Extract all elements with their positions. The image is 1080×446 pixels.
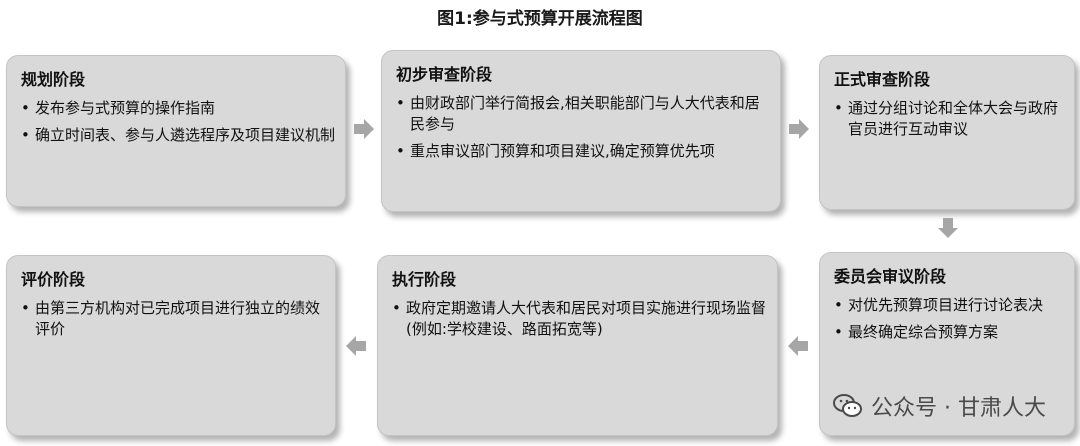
stage-box-execution: 执行阶段 •政府定期邀请人大代表和居民对项目实施进行现场监督(例如:学校建设、路… <box>377 255 778 436</box>
stage-item: •由财政部门举行简报会,相关职能部门与人大代表和居民参与 <box>396 94 760 133</box>
stage-item: •重点审议部门预算和项目建议,确定预算优先项 <box>396 142 715 160</box>
stage-box-formal-review: 正式审查阶段 •通过分组讨论和全体大会与政府官员进行互动审议 <box>819 55 1075 210</box>
stage-item: •政府定期邀请人大代表和居民对项目实施进行现场监督(例如:学校建设、路面拓宽等) <box>392 299 767 338</box>
wechat-icon <box>833 394 863 417</box>
arrow-left-icon <box>788 336 808 356</box>
stage-item: •发布参与式预算的操作指南 <box>21 99 216 117</box>
stage-title: 初步审查阶段 <box>396 65 493 84</box>
stage-box-preliminary-review: 初步审查阶段 •由财政部门举行简报会,相关职能部门与人大代表和居民参与 •重点审… <box>381 50 781 212</box>
stage-item: •对优先预算项目进行讨论表决 <box>834 296 1044 314</box>
stage-box-planning: 规划阶段 •发布参与式预算的操作指南 •确立时间表、参与人遴选程序及项目建议机制 <box>6 55 346 207</box>
watermark: 公众号 · 甘肃人大 <box>833 390 1046 422</box>
stage-title: 正式审查阶段 <box>834 70 931 89</box>
bullet-icon: • <box>834 323 843 341</box>
bullet-icon: • <box>392 299 401 317</box>
stage-item: •最终确定综合预算方案 <box>834 323 999 341</box>
stage-item: •由第三方机构对已完成项目进行独立的绩效评价 <box>21 299 321 338</box>
stage-title: 执行阶段 <box>392 270 457 289</box>
bullet-icon: • <box>396 94 405 112</box>
bullet-icon: • <box>834 296 843 314</box>
stage-item: •确立时间表、参与人遴选程序及项目建议机制 <box>21 126 336 144</box>
bullet-icon: • <box>21 99 30 117</box>
bullet-icon: • <box>21 299 30 317</box>
bullet-icon: • <box>396 142 405 160</box>
arrow-left-icon <box>346 336 366 356</box>
stage-title: 规划阶段 <box>21 70 86 89</box>
arrow-right-icon <box>354 119 374 139</box>
diagram-title: 图1:参与式预算开展流程图 <box>437 9 643 29</box>
watermark-text: 公众号 · 甘肃人大 <box>871 396 1046 421</box>
bullet-icon: • <box>834 99 843 117</box>
stage-title: 委员会审议阶段 <box>834 267 947 286</box>
stage-box-committee-review: 委员会审议阶段 •对优先预算项目进行讨论表决 •最终确定综合预算方案 <box>819 252 1075 436</box>
arrow-down-icon <box>938 218 958 238</box>
stage-box-evaluation: 评价阶段 •由第三方机构对已完成项目进行独立的绩效评价 <box>6 255 336 436</box>
stage-title: 评价阶段 <box>21 270 86 289</box>
arrow-right-icon <box>789 119 809 139</box>
stage-item: •通过分组讨论和全体大会与政府官员进行互动审议 <box>834 99 1059 138</box>
bullet-icon: • <box>21 126 30 144</box>
